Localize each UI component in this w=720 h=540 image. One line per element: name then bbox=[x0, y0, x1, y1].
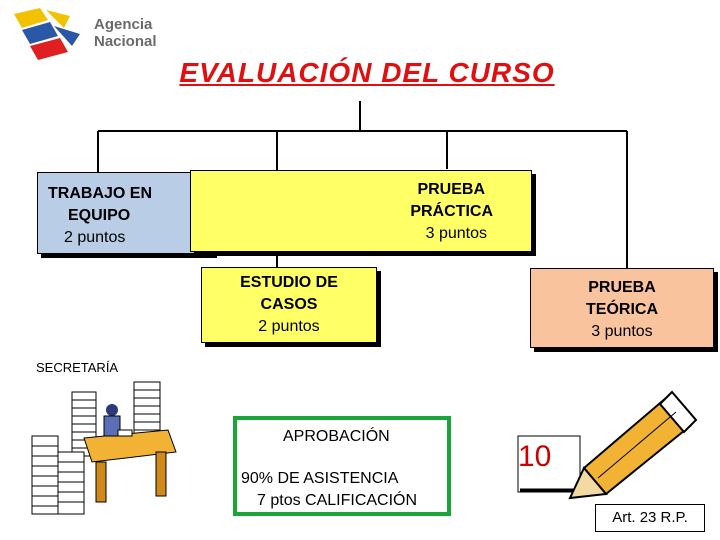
approval-grade: 7 ptos CALIFICACIÓN bbox=[257, 492, 418, 509]
node-casos-line-2: CASOS bbox=[260, 296, 318, 313]
node-practica-line-1: PRUEBA bbox=[417, 181, 485, 198]
node-teorica-points: 3 puntos bbox=[591, 323, 653, 340]
node-prueba-teorica: PRUEBA TEÓRICA 3 puntos bbox=[530, 268, 714, 348]
logo-text: Agencia Nacional bbox=[94, 16, 157, 50]
approval-title: APROBACIÓN bbox=[283, 428, 390, 445]
node-estudio-casos: ESTUDIO DE CASOS 2 puntos bbox=[201, 267, 377, 343]
node-trabajo-points: 2 puntos bbox=[64, 229, 126, 246]
node-practica-line-2: PRÁCTICA bbox=[410, 203, 493, 220]
regulation-reference: Art. 23 R.P. bbox=[595, 504, 705, 532]
node-casos-points: 2 puntos bbox=[258, 318, 320, 335]
approval-attendance: 90% DE ASISTENCIA bbox=[241, 470, 399, 487]
node-casos-line-1: ESTUDIO DE bbox=[240, 274, 338, 291]
page-title: EVALUACIÓN DEL CURSO bbox=[179, 57, 555, 88]
approval-box: APROBACIÓN 90% DE ASISTENCIA 7 ptos CALI… bbox=[233, 416, 451, 516]
node-practica-points: 3 puntos bbox=[425, 225, 487, 242]
node-teorica-line-1: PRUEBA bbox=[588, 279, 656, 296]
logo-line-1: Agencia bbox=[94, 16, 153, 33]
node-trabajo-line-2: EQUIPO bbox=[68, 207, 131, 224]
node-prueba-practica: PRUEBA PRÁCTICA 3 puntos bbox=[190, 170, 532, 252]
agency-logo: Agencia Nacional bbox=[10, 6, 170, 70]
node-teorica-line-2: TEÓRICA bbox=[586, 301, 658, 318]
logo-emblem-icon bbox=[14, 8, 80, 60]
grade-value: 10 bbox=[518, 440, 552, 473]
secretaria-label: SECRETARÍA bbox=[36, 360, 119, 375]
logo-line-2: Nacional bbox=[94, 33, 157, 50]
node-trabajo-line-1: TRABAJO EN bbox=[48, 185, 153, 202]
